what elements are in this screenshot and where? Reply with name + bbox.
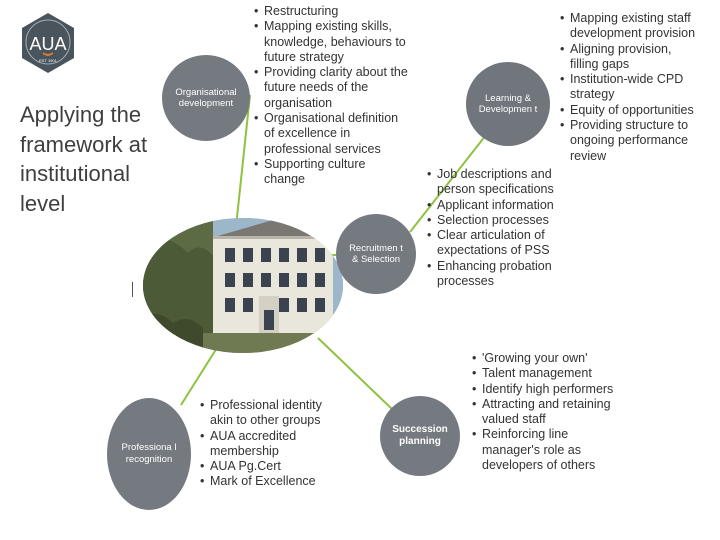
bullet-item: Providing clarity about the future needs… (254, 65, 409, 111)
bullet-item: AUA accredited membership (200, 429, 340, 460)
bullet-item: Mapping existing staff development provi… (560, 11, 700, 42)
node-succession-planning: Succession planning (380, 396, 460, 476)
bullet-item: Enhancing probation processes (427, 259, 572, 290)
bullet-item: Restructuring (254, 4, 409, 20)
node-label: Professiona l recognition (121, 442, 177, 465)
bullet-item: Professional identity akin to other grou… (200, 398, 340, 429)
bullet-item: Institution-wide CPD strategy (560, 72, 700, 103)
connector-succ (317, 337, 394, 411)
bullet-item: Supporting culture change (254, 157, 409, 188)
bullets-learning-development: Mapping existing staff development provi… (560, 11, 700, 164)
building-photo (143, 218, 343, 353)
node-label: Learning & Developmen t (478, 92, 538, 116)
logo-subtitle: EST 1901 (39, 58, 57, 63)
aua-logo: AUA EST 1901 (17, 12, 79, 74)
bullet-item: Aligning provision, filling gaps (560, 42, 700, 73)
bullet-item: Selection processes (427, 213, 572, 229)
page-title: Applying the framework at institutional … (20, 102, 148, 216)
bullet-item: Talent management (472, 366, 622, 382)
bullet-item: AUA Pg.Cert (200, 459, 340, 475)
bullets-succession-planning: 'Growing your own' Talent management Ide… (472, 351, 622, 473)
node-label: Organisational development (175, 87, 237, 109)
bullet-item: Mark of Excellence (200, 474, 340, 490)
logo-text: AUA (29, 34, 66, 54)
node-label: Recruitmen t & Selection (349, 243, 403, 265)
bullet-item: Organisational definition of excellence … (254, 111, 409, 157)
bullet-item: Providing structure to ongoing performan… (560, 118, 700, 164)
bullet-item: Equity of opportunities (560, 103, 700, 119)
bullet-item: Clear articulation of expectations of PS… (427, 228, 572, 259)
bullet-item: Mapping existing skills, knowledge, beha… (254, 19, 409, 65)
connector-org (234, 94, 251, 237)
bullets-organisational-development: Restructuring Mapping existing skills, k… (254, 4, 409, 188)
bullet-item: Applicant information (427, 198, 572, 214)
bullet-item: Job descriptions and person specificatio… (427, 167, 572, 198)
stray-mark (132, 282, 133, 297)
bullet-item: Reinforcing line manager's role as devel… (472, 427, 622, 473)
connector-prof (180, 342, 221, 406)
bullets-recruitment-selection: Job descriptions and person specificatio… (427, 167, 572, 289)
bullet-item: Identify high performers (472, 382, 622, 398)
node-organisational-development: Organisational development (162, 55, 250, 141)
bullet-item: Attracting and retaining valued staff (472, 397, 622, 428)
bullets-professional-recognition: Professional identity akin to other grou… (200, 398, 340, 490)
node-label: Succession planning (392, 424, 448, 447)
bullet-item: 'Growing your own' (472, 351, 622, 367)
node-professional-recognition: Professiona l recognition (107, 398, 191, 510)
node-recruitment-selection: Recruitmen t & Selection (336, 214, 416, 294)
node-learning-development: Learning & Developmen t (466, 62, 550, 146)
